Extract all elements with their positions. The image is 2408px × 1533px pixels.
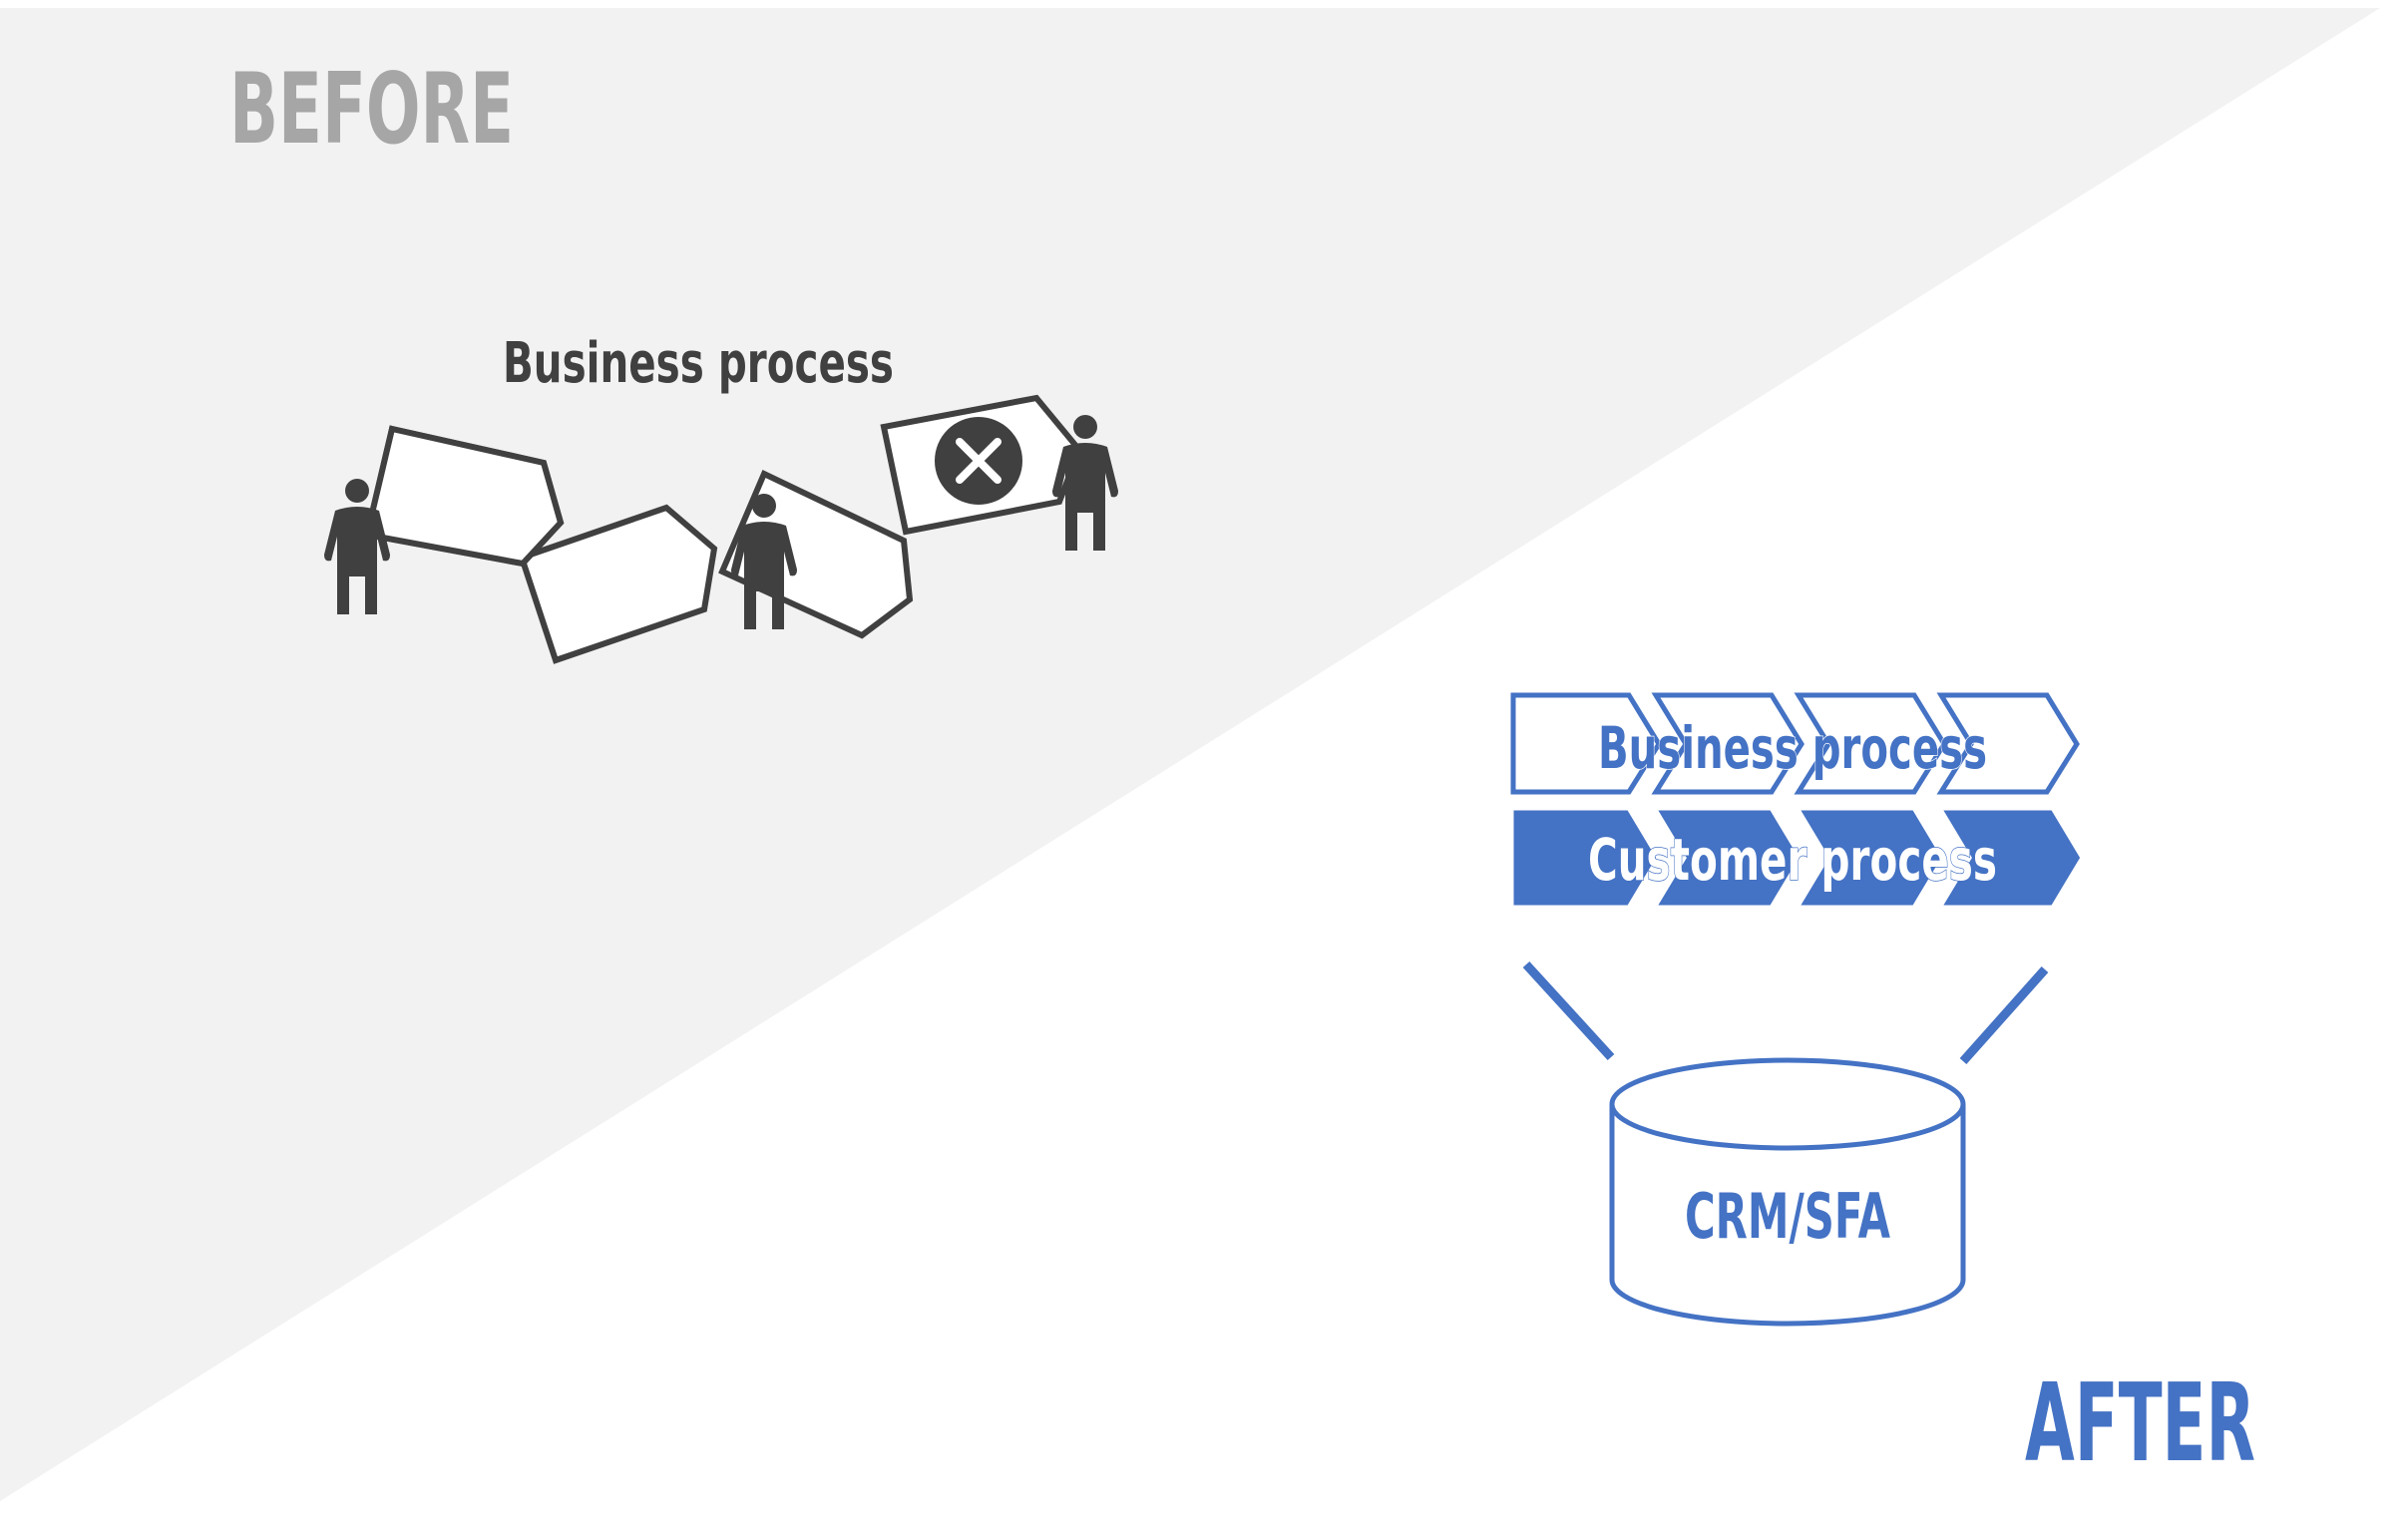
after-heading: AFTER	[2025, 1361, 2255, 1486]
database-label: CRM/SFA	[1685, 1180, 1890, 1253]
process-step-2	[518, 504, 718, 664]
business-process-step	[1651, 692, 1805, 795]
customer-process-step	[1508, 805, 1662, 911]
customer-process-step	[1649, 805, 1805, 911]
business-process-step	[1936, 692, 2080, 795]
connector-lines	[1522, 960, 2049, 1064]
business-process-step	[1510, 692, 1662, 795]
before-heading: BEFORE	[229, 53, 514, 167]
customer-process-step	[1934, 805, 2086, 911]
database-body	[1609, 1104, 1966, 1327]
person-icon	[1052, 415, 1118, 551]
database-icon	[1609, 1057, 1966, 1327]
customer-process-step	[1792, 805, 1947, 911]
business-process-step	[1794, 692, 1947, 795]
business-process-row	[1510, 692, 2080, 795]
connector-right	[1959, 966, 2049, 1064]
person-icon	[324, 479, 390, 614]
before-background	[0, 8, 2380, 1501]
database-top	[1609, 1057, 1966, 1151]
customer-process-row	[1508, 805, 2086, 911]
person-icon	[731, 494, 797, 629]
connector-left	[1522, 960, 1615, 1061]
before-process-caption: Business process	[503, 331, 894, 396]
customer-process-label: Customer process	[1588, 826, 1997, 894]
close-icon-cross	[956, 438, 1002, 484]
reject-marker	[935, 417, 1022, 505]
business-process-label: Business process	[1598, 714, 1987, 782]
